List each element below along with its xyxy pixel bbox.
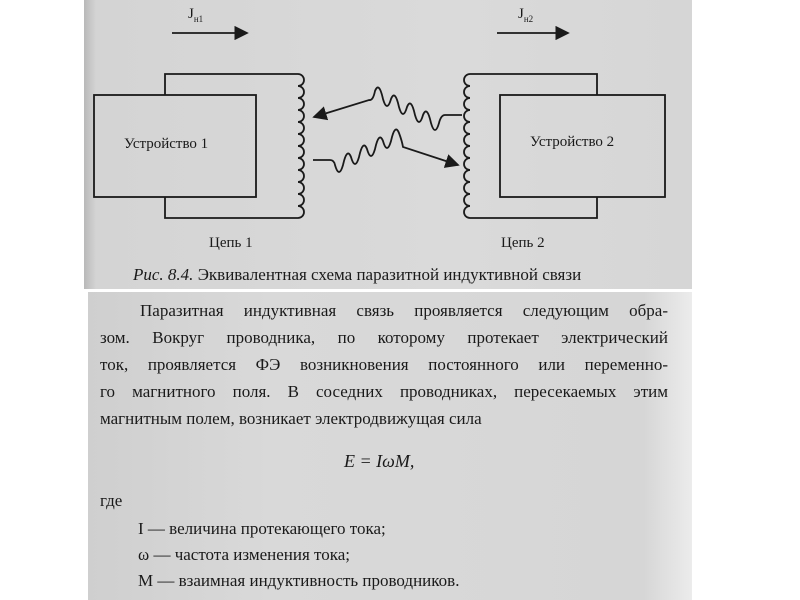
device-2-box [499, 94, 666, 198]
coupling-wave-right [313, 128, 460, 173]
where-label: где [100, 491, 123, 510]
device-1-box [93, 94, 257, 198]
text-scan [88, 292, 692, 600]
device-1-label: Устройство 1 [124, 136, 209, 152]
paragraph-line: ток, проявляется ФЭ возникновения постоя… [100, 355, 668, 374]
circuit-1-loop [164, 73, 305, 219]
current-label-1: Jн1 [188, 6, 204, 24]
paragraph-line: магнитным полем, возникает электродвижущ… [100, 409, 482, 428]
device-2-label: Устройство 2 [530, 134, 615, 150]
definition-item: M — взаимная индуктивность проводников. [138, 571, 460, 590]
formula: E = IωM, [344, 451, 415, 471]
current-label-2: Jн2 [518, 6, 534, 24]
figure-caption: Рис. 8.4. Эквивалентная схема паразитной… [133, 265, 582, 284]
circuit-1-label: Цепь 1 [209, 235, 253, 251]
paragraph-line: го магнитного поля. В соседних проводник… [100, 382, 668, 401]
coupling-wave-left [312, 86, 462, 131]
paragraph-line: Паразитная индуктивная связь проявляется… [140, 301, 668, 320]
definition-item: ω — частота изменения тока; [138, 545, 351, 564]
circuit-2-label: Цепь 2 [501, 235, 545, 251]
definition-item: I — величина протекающего тока; [138, 519, 386, 538]
figure-scan [84, 0, 692, 289]
paragraph-line: зом. Вокруг проводника, по которому прот… [100, 328, 668, 347]
circuit-2-loop [463, 73, 598, 219]
